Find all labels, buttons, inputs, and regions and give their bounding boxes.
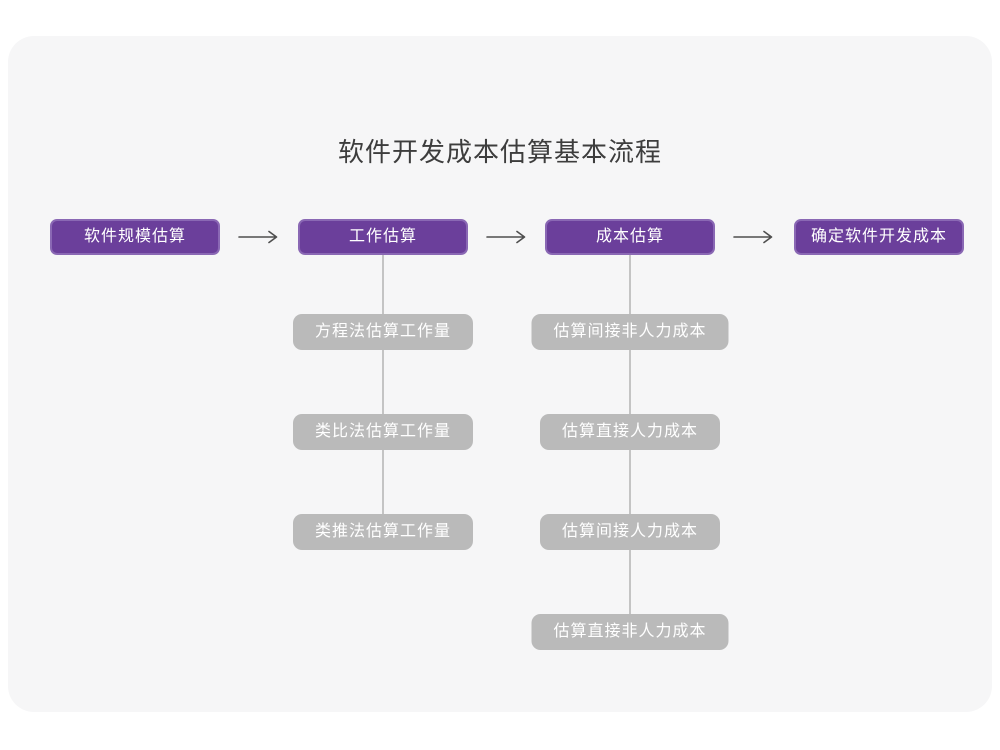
arrow-right-icon — [733, 230, 773, 244]
subnode-indirect-nonlabor-cost: 估算间接非人力成本 — [531, 314, 729, 350]
subnode-indirect-labor-cost: 估算间接人力成本 — [539, 514, 721, 550]
subnode-analogy-method-workload: 类比法估算工作量 — [292, 414, 474, 450]
diagram-title: 软件开发成本估算基本流程 — [337, 137, 662, 167]
arrow-right-icon — [486, 230, 526, 244]
arrow-right-icon — [238, 230, 278, 244]
subnode-extrapolation-method-workload: 类推法估算工作量 — [292, 514, 474, 550]
subnode-direct-nonlabor-cost: 估算直接非人力成本 — [531, 614, 729, 650]
diagram-card: 软件开发成本估算基本流程 软件规模估算 工作估算 成本估算 确定软件开发成本 方… — [8, 36, 992, 712]
subnode-direct-labor-cost: 估算直接人力成本 — [539, 414, 721, 450]
node-work-estimation: 工作估算 — [298, 219, 468, 255]
subnode-equation-method-workload: 方程法估算工作量 — [292, 314, 474, 350]
node-determine-dev-cost: 确定软件开发成本 — [794, 219, 964, 255]
node-cost-estimation: 成本估算 — [545, 219, 715, 255]
node-software-scale-estimation: 软件规模估算 — [50, 219, 220, 255]
connector-line-work-column — [382, 255, 384, 517]
